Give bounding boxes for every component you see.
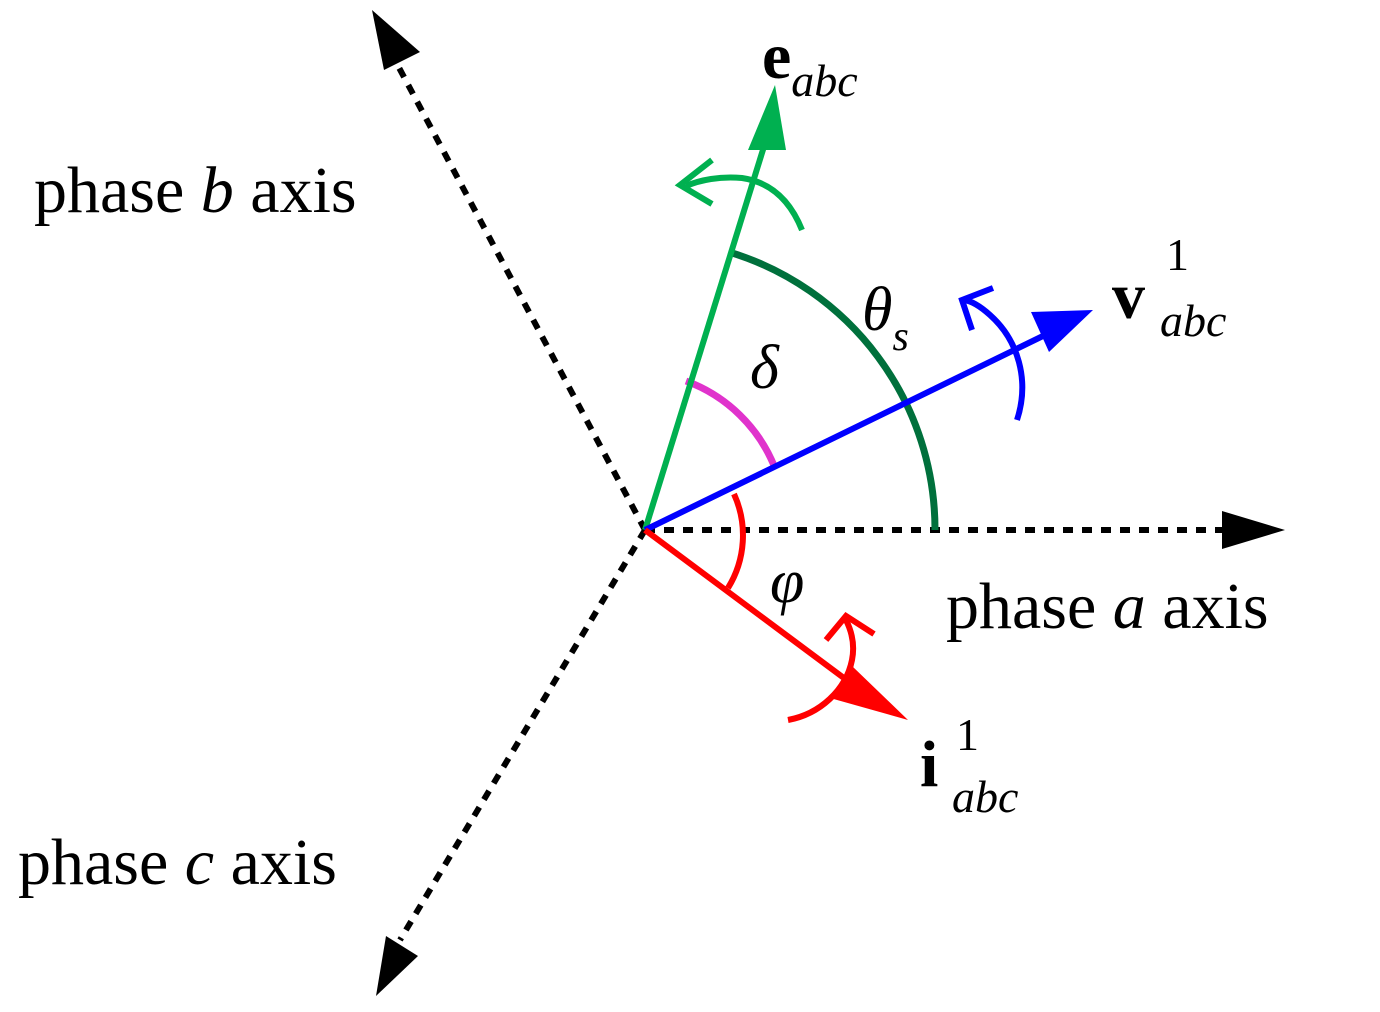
i-abc-vector [643, 527, 908, 720]
phi-arc [725, 492, 746, 590]
e-abc-vector [642, 85, 786, 531]
phi-label: φ [770, 548, 804, 616]
phase-a-axis-arrowhead [1222, 511, 1285, 549]
v-rotation-arrow [958, 285, 1026, 421]
phase-b-axis-label: phase b axis [34, 154, 357, 227]
i-abc-arrowhead [830, 666, 908, 720]
phase-a-axis-label: phase a axis [946, 570, 1269, 643]
phase-c-axis-arrowhead [376, 936, 418, 996]
e-abc-label: eabc [762, 20, 858, 106]
phase-c-axis [376, 528, 648, 996]
i-rotation-arrow [787, 612, 876, 723]
v-abc-vector [643, 310, 1093, 533]
theta-s-arc [727, 248, 939, 531]
phase-b-axis-arrowhead [372, 10, 420, 70]
phase-c-axis-label: phase c axis [18, 826, 337, 899]
e-abc-arrowhead [748, 85, 786, 150]
theta-s-label: θs [862, 276, 909, 360]
e-rotation-arrow [674, 157, 805, 232]
delta-arc [684, 377, 779, 470]
v-abc-arrowhead [1031, 310, 1093, 352]
phase-b-axis [372, 10, 648, 532]
delta-label: δ [750, 334, 780, 402]
